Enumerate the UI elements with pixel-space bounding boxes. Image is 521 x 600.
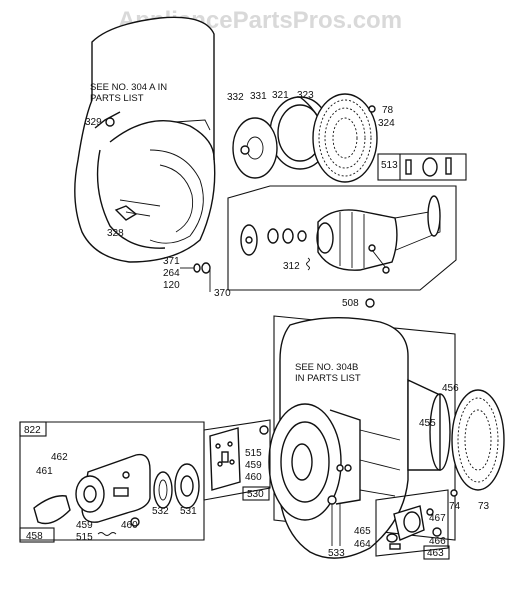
governor-gear-icon [153, 463, 200, 509]
part-label-459-right: 459 [245, 460, 262, 471]
part-label-533: 533 [328, 548, 345, 559]
oil-pump-icon [386, 505, 442, 550]
gear-plate-icon [33, 453, 151, 536]
part-label-532: 532 [152, 506, 169, 517]
rewind-starter-icon [240, 195, 441, 274]
part-label-328: 328 [107, 228, 124, 239]
part-label-459-left: 459 [76, 520, 93, 531]
gear-cover-frame [19, 421, 205, 541]
rotating-screen-icon [312, 93, 378, 183]
part-label-530: 530 [247, 489, 264, 500]
bolt-icon [368, 105, 376, 113]
governor-plate-icon [209, 425, 269, 491]
part-label-508: 508 [342, 298, 359, 309]
part-label-264: 264 [163, 268, 180, 279]
part-label-460-left: 460 [121, 520, 138, 531]
part-label-461: 461 [36, 466, 53, 477]
engine-housing-icon [268, 316, 451, 559]
note-304a-line1: SEE NO. 304 A IN [90, 82, 167, 93]
starter-clips-icon [405, 157, 452, 177]
part-label-462: 462 [51, 452, 68, 463]
part-label-73: 73 [478, 501, 490, 512]
part-label-324: 324 [378, 118, 395, 129]
washer-set-icon [180, 262, 211, 292]
part-label-515-right: 515 [245, 448, 262, 459]
part-label-460-right: 460 [245, 472, 262, 483]
part-label-465: 465 [354, 526, 371, 537]
part-label-513: 513 [381, 160, 398, 171]
part-label-332: 332 [227, 92, 244, 103]
part-label-466: 466 [429, 536, 446, 547]
part-label-329: 329 [85, 117, 102, 128]
part-label-467: 467 [429, 513, 446, 524]
part-label-458: 458 [26, 531, 43, 542]
note-304b-line2: IN PARTS LIST [295, 373, 361, 384]
part-box-822 [19, 421, 47, 437]
oil-pump-frame [375, 489, 449, 557]
screw-icon [365, 298, 375, 308]
part-label-463: 463 [427, 548, 444, 559]
part-label-455: 455 [419, 418, 436, 429]
part-box-463 [423, 545, 450, 560]
part-box-458 [19, 527, 55, 543]
part-label-464: 464 [354, 539, 371, 550]
fastener-icon [450, 489, 458, 497]
part-label-371: 371 [163, 256, 180, 267]
part-label-312: 312 [283, 261, 300, 272]
part-label-74: 74 [449, 501, 461, 512]
blower-housing-icon [74, 16, 216, 263]
part-box-530 [242, 486, 270, 501]
note-304b-line1: SEE NO. 304B [295, 362, 358, 373]
part-label-822: 822 [24, 425, 41, 436]
part-label-331: 331 [250, 91, 267, 102]
engine-screen-icon [451, 389, 505, 491]
part-label-531: 531 [180, 506, 197, 517]
part-box-513 [377, 153, 467, 181]
part-label-78: 78 [382, 105, 394, 116]
part-label-515-left: 515 [76, 532, 93, 543]
starter-assembly-frame [227, 185, 457, 291]
governor-plate-frame [203, 419, 271, 501]
part-label-321: 321 [272, 90, 289, 101]
note-304a-line2: PARTS LIST [90, 93, 144, 104]
part-label-120: 120 [163, 280, 180, 291]
part-label-370: 370 [214, 288, 231, 299]
part-label-456: 456 [442, 383, 459, 394]
part-label-323: 323 [297, 90, 314, 101]
